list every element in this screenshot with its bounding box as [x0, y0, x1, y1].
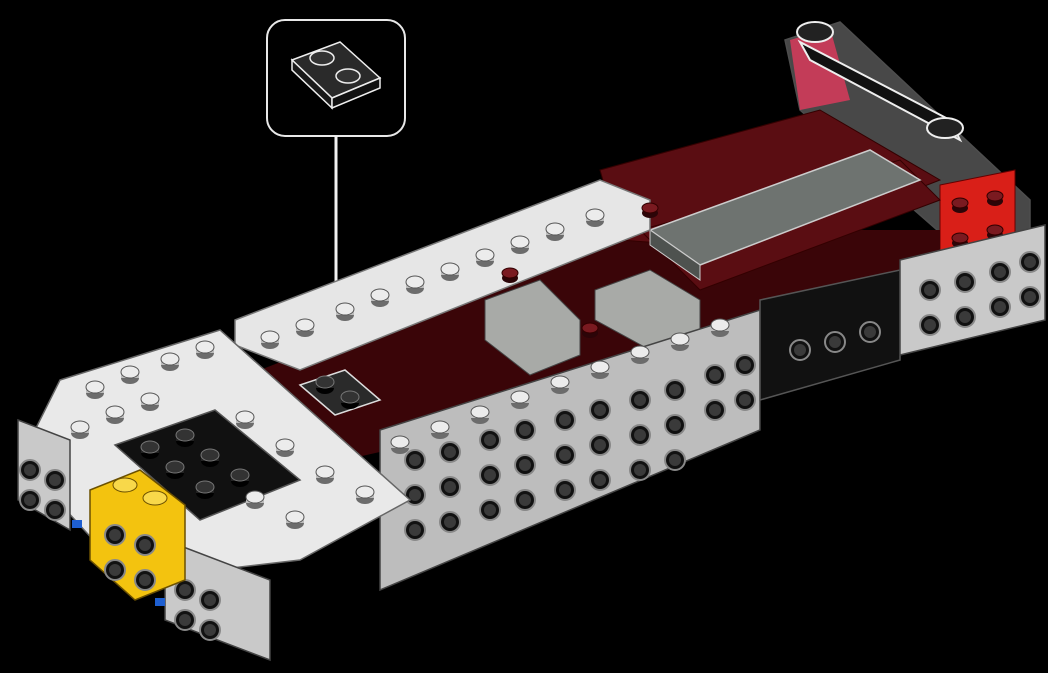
- part-callout: [266, 19, 406, 378]
- callout-part-plate-1x2: [290, 41, 382, 110]
- yellow-headlight-brick: [89, 469, 186, 601]
- gray-tile-bar: [648, 149, 922, 281]
- placed-plate-1x2: [298, 369, 382, 416]
- blue-tile-left: [72, 520, 82, 528]
- blue-tile-right: [155, 598, 165, 606]
- light-gray-side-front: [379, 224, 1046, 592]
- front-grille: [17, 418, 271, 662]
- gray-slope-bricks: [484, 202, 701, 376]
- black-tile-top: [797, 39, 963, 143]
